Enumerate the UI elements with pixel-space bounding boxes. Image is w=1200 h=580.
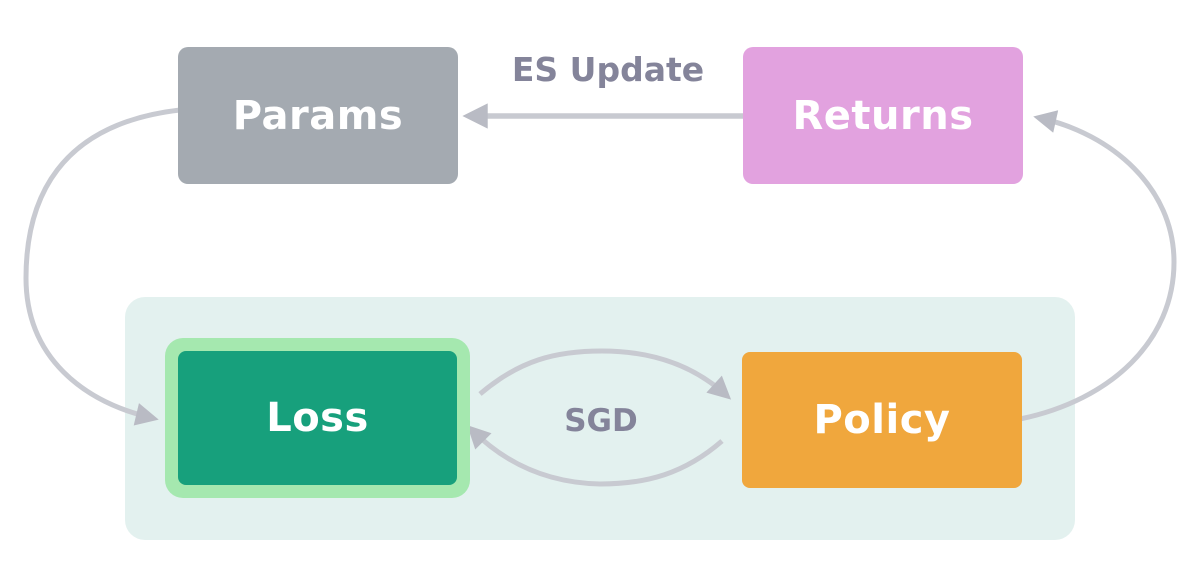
node-policy: Policy	[742, 352, 1022, 488]
es-update-edge-label: ES Update	[511, 50, 705, 89]
node-returns: Returns	[743, 47, 1023, 184]
node-loss: Loss	[178, 351, 457, 485]
sgd-forward-arrow	[478, 348, 732, 400]
policy-to-returns-arrow	[1019, 110, 1177, 422]
node-loss-label: Loss	[266, 395, 369, 441]
sgd-edge-label: SGD	[564, 403, 638, 439]
node-loss-highlight-ring: Loss	[165, 338, 470, 498]
node-params: Params	[178, 47, 458, 184]
sgd-backward-arrow	[467, 425, 724, 487]
node-policy-label: Policy	[813, 397, 951, 443]
node-params-label: Params	[232, 92, 404, 139]
node-returns-label: Returns	[792, 92, 974, 139]
params-to-loss-arrow	[23, 107, 181, 426]
